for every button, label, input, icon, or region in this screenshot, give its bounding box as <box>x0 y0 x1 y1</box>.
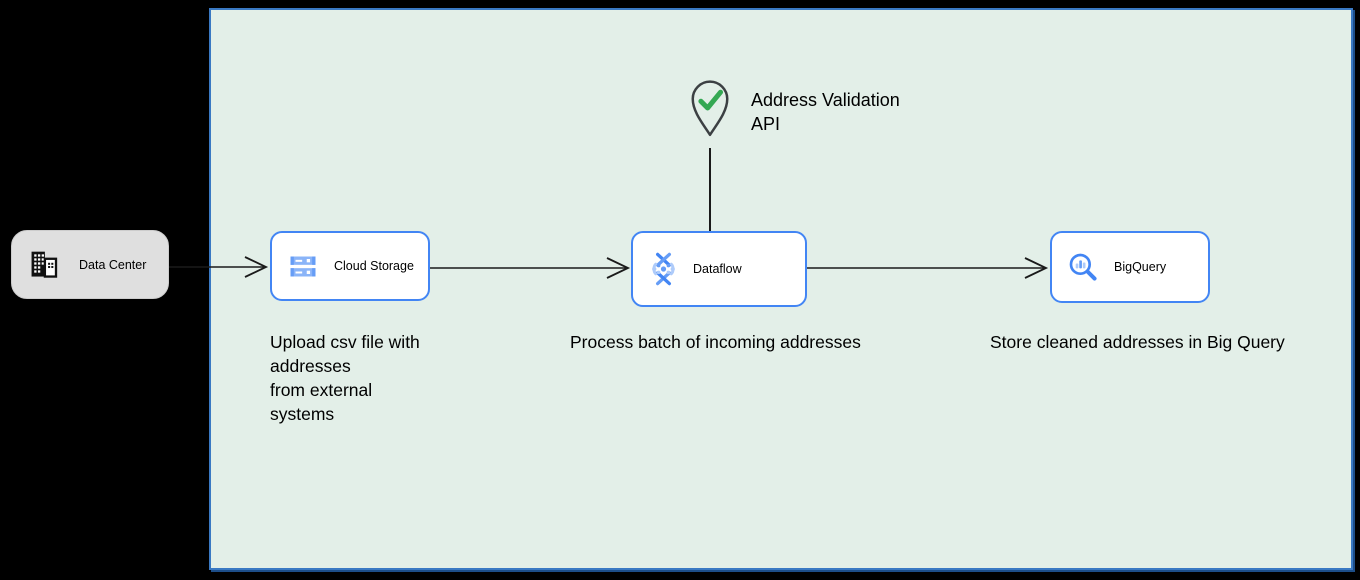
data-center-label: Data Center <box>79 257 147 272</box>
bigquery-node[interactable]: BigQuery <box>1050 231 1210 303</box>
caption-store-bigquery: Store cleaned addresses in Big Query <box>990 332 1285 352</box>
location-pin-check-icon <box>691 80 729 137</box>
cloud-storage-icon <box>290 256 316 276</box>
cloud-storage-label: Cloud Storage <box>334 259 414 273</box>
bigquery-label: BigQuery <box>1114 260 1167 274</box>
dataflow-label: Dataflow <box>693 262 742 276</box>
cloud-storage-node[interactable]: Cloud Storage <box>270 231 430 301</box>
dataflow-node[interactable]: Dataflow <box>631 231 807 307</box>
address-validation-label: Address Validation API <box>751 90 900 134</box>
office-building-icon <box>31 251 58 278</box>
caption-upload-csv: Upload csv file with addresses from exte… <box>270 332 420 424</box>
bigquery-icon <box>1069 253 1097 281</box>
address-validation-marker[interactable] <box>687 77 733 139</box>
data-center-node[interactable]: Data Center <box>11 230 169 299</box>
dataflow-icon <box>652 252 675 286</box>
caption-process-batch: Process batch of incoming addresses <box>570 332 861 352</box>
